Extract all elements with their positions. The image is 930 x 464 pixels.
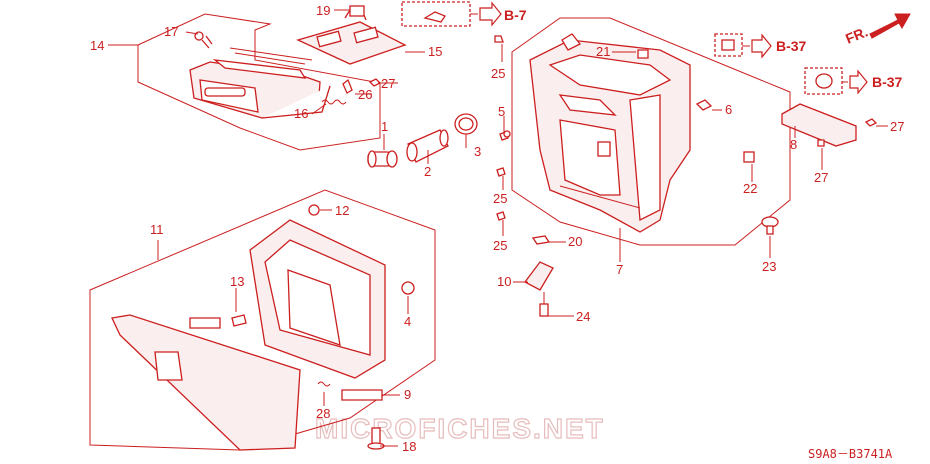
- clip-b7: [401, 1, 471, 27]
- group-box-glove-box: [89, 189, 436, 451]
- callout-20: 20: [568, 234, 582, 249]
- callout-11: 11: [150, 222, 164, 237]
- callout-21: 21: [596, 44, 610, 59]
- callout-9: 9: [404, 387, 411, 402]
- ref-label-b37-lower: B-37: [872, 74, 903, 90]
- callout-5: 5: [498, 104, 505, 119]
- part-20-clip: [531, 235, 551, 245]
- ref-label-b7: B-7: [504, 7, 527, 23]
- callout-28: 28: [316, 406, 330, 421]
- callout-16: 16: [294, 106, 308, 121]
- clip-b37-upper: [714, 33, 743, 57]
- part-15-tray-bracket: [296, 9, 407, 65]
- callout-19: 19: [316, 3, 330, 18]
- diagram-code: S9A8－B3741A: [808, 447, 893, 461]
- part-16-spring: [321, 99, 347, 105]
- part-2-socket-housing: [406, 129, 449, 163]
- part-11-glove-box-lid: [111, 314, 301, 451]
- part-27-screw-right: [864, 118, 878, 127]
- callout-26: 26: [358, 87, 372, 102]
- leader-lines: [108, 9, 888, 447]
- part-7-center-console: [529, 33, 691, 233]
- part-22-clip: [743, 151, 755, 163]
- ref-arrow-b7: [479, 1, 502, 27]
- callout-13: 13: [230, 274, 244, 289]
- part-24-bolt: [539, 292, 549, 317]
- watermark: MICROFICHES.NET: [315, 413, 605, 444]
- callout-14: 14: [90, 38, 104, 53]
- part-6-clip: [695, 99, 713, 111]
- callout-25c: 25: [493, 238, 507, 253]
- callout-7: 7: [616, 262, 623, 277]
- glove-box-frame: [249, 219, 386, 379]
- callout-25a: 25: [491, 66, 505, 81]
- part-9-hinge: [341, 389, 383, 401]
- clip-b37-lower: [804, 67, 843, 95]
- ref-label-b37-upper: B-37: [776, 38, 807, 54]
- front-arrow-icon: [869, 13, 911, 39]
- front-label: FR.: [843, 23, 870, 46]
- callout-10: 10: [497, 274, 511, 289]
- callout-3: 3: [474, 144, 481, 159]
- part-8-bracket: [781, 103, 857, 147]
- part-28-spring: [317, 381, 331, 387]
- callout-15: 15: [428, 44, 442, 59]
- part-23-clip: [761, 216, 779, 235]
- callout-27a: 27: [381, 76, 395, 91]
- part-18-bolt: [367, 427, 385, 450]
- part-10-bracket: [524, 261, 554, 291]
- part-14-coin-tray: [189, 47, 331, 119]
- ref-arrow-b37-upper: [751, 33, 772, 59]
- callout-23: 23: [762, 259, 776, 274]
- callout-18: 18: [402, 439, 416, 454]
- callout-17: 17: [164, 24, 178, 39]
- part-26-screw: [342, 78, 353, 94]
- part-3-cap: [454, 113, 478, 135]
- callout-24: 24: [576, 309, 590, 324]
- part-5-screw: [503, 130, 511, 138]
- part-19-clip: [349, 5, 365, 17]
- callout-22: 22: [743, 181, 757, 196]
- ref-arrow-b37-lower: [849, 69, 868, 95]
- part-27-screw-lower-right: [817, 139, 825, 147]
- callout-4: 4: [404, 314, 411, 329]
- part-4-bumper: [401, 281, 415, 295]
- callout-12: 12: [335, 203, 349, 218]
- callout-25b: 25: [493, 191, 507, 206]
- callout-8: 8: [790, 137, 797, 152]
- callout-1: 1: [381, 119, 388, 134]
- part-13-latch: [189, 314, 247, 329]
- callout-27c: 27: [814, 170, 828, 185]
- part-1-socket: [367, 150, 398, 168]
- part-21-clip: [637, 49, 649, 59]
- callout-27b: 27: [890, 119, 904, 134]
- part-12-clip: [308, 204, 320, 216]
- callout-2: 2: [424, 164, 431, 179]
- callout-6: 6: [725, 102, 732, 117]
